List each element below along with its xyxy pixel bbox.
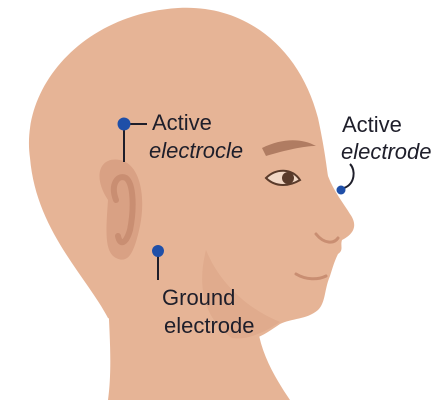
- ground-electrode-marker: [152, 245, 164, 257]
- active-right-electrode-marker: [337, 186, 346, 195]
- active-right-label-line2: electrode: [341, 140, 432, 164]
- active-left-label-line2: electrocle: [149, 139, 243, 163]
- active-left-label-line1: Active: [152, 111, 212, 135]
- active-left-electrode-marker: [118, 118, 131, 131]
- eye-iris: [282, 172, 294, 184]
- ground-label-line2: electrode: [164, 314, 255, 338]
- active-right-label-line1: Active: [342, 113, 402, 137]
- ground-label-line1: Ground: [162, 286, 235, 310]
- active-right-lead-line: [344, 164, 354, 188]
